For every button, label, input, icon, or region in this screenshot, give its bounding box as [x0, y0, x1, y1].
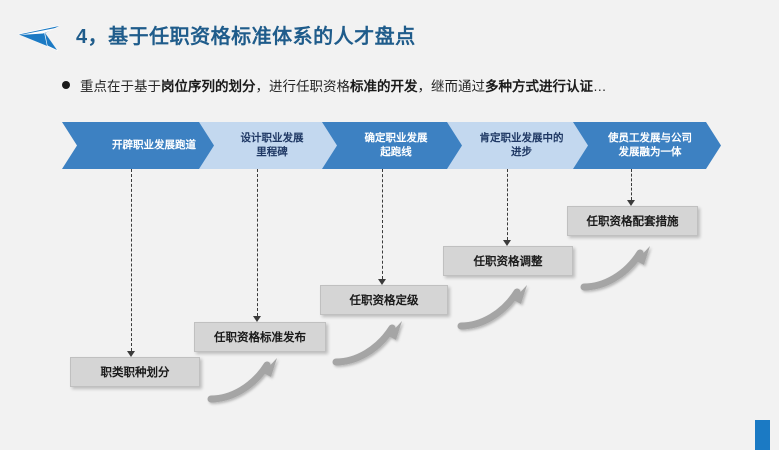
chevron-step-4-label: 肯定职业发展中的进步 [479, 132, 564, 158]
chevron-step-5-label: 使员工发展与公司发展融为一体 [608, 132, 692, 158]
page-title: 4，基于任职资格标准体系的人才盘点 [76, 26, 416, 48]
flow-curve-arrow-1 [207, 358, 277, 403]
connector-line-2 [257, 169, 258, 316]
connector-arrowhead-4 [503, 240, 511, 246]
connector-arrowhead-3 [378, 279, 386, 285]
step-box-1[interactable]: 职类职种划分 [70, 357, 200, 387]
step-box-3-label: 任职资格定级 [349, 295, 419, 307]
chevron-step-1-label: 开辟职业发展跑道 [112, 138, 196, 151]
bullet-marker-icon [62, 81, 70, 89]
step-box-5-label: 任职资格配套措施 [586, 216, 679, 228]
chevron-step-3-label: 确定职业发展起跑线 [364, 132, 428, 158]
step-box-5[interactable]: 任职资格配套措施 [567, 206, 698, 236]
connector-arrowhead-5 [627, 200, 635, 206]
bullet-text: 重点在于基于岗位序列的划分，进行任职资格标准的开发，继而通过多种方式进行认证… [80, 79, 607, 94]
paper-plane-arrow-icon [14, 20, 70, 56]
connector-arrowhead-2 [253, 316, 261, 322]
connector-line-3 [382, 169, 383, 279]
chevron-step-4[interactable]: 肯定职业发展中的进步 [447, 122, 590, 169]
connector-arrowhead-1 [127, 351, 135, 357]
step-box-4-label: 任职资格调整 [473, 256, 543, 268]
step-box-3[interactable]: 任职资格定级 [320, 285, 448, 315]
connector-line-5 [631, 169, 632, 200]
connector-line-4 [507, 169, 508, 240]
flow-curve-arrow-4 [580, 246, 650, 291]
step-box-4[interactable]: 任职资格调整 [443, 246, 573, 276]
bullet-line: 重点在于基于岗位序列的划分，进行任职资格标准的开发，继而通过多种方式进行认证… [62, 79, 767, 95]
step-box-2-label: 任职资格标准发布 [214, 332, 306, 344]
flow-curve-arrow-2 [332, 321, 402, 366]
connector-line-1 [131, 169, 132, 351]
step-box-1-label: 职类职种划分 [100, 367, 170, 379]
flow-curve-arrow-3 [457, 285, 527, 330]
chevron-step-5[interactable]: 使员工发展与公司发展融为一体 [573, 122, 721, 169]
chevron-step-2-label: 设计职业发展里程碑 [240, 132, 304, 158]
step-box-2[interactable]: 任职资格标准发布 [194, 322, 326, 352]
corner-accent-bar [755, 420, 770, 450]
chevron-step-2[interactable]: 设计职业发展里程碑 [199, 122, 339, 169]
chevron-step-3[interactable]: 确定职业发展起跑线 [322, 122, 464, 169]
